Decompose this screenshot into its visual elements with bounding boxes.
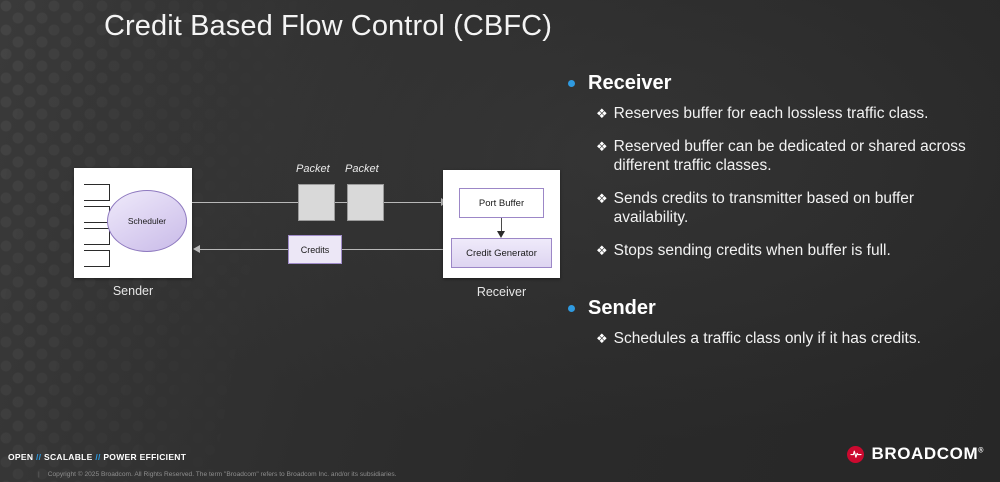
broadcom-wordmark: BROADCOM® bbox=[871, 444, 984, 464]
bullet-item: ❖ Schedules a traffic class only if it h… bbox=[596, 329, 980, 349]
footer-copyright-line: | Copyright © 2025 Broadcom. All Rights R… bbox=[38, 471, 397, 478]
scheduler-node: Scheduler bbox=[107, 190, 187, 252]
credit-path-arrowhead bbox=[193, 245, 200, 253]
page-title: Credit Based Flow Control (CBFC) bbox=[104, 10, 552, 42]
diamond-bullet-icon: ❖ bbox=[596, 190, 608, 206]
diamond-bullet-icon: ❖ bbox=[596, 106, 608, 121]
credits-label: Credits bbox=[300, 244, 330, 255]
bullet-item: ❖ Reserves buffer for each lossless traf… bbox=[596, 104, 980, 124]
bullet-group-sender: Sender ❖ Schedules a traffic class only … bbox=[568, 297, 980, 349]
tagline-part-open: OPEN bbox=[8, 452, 34, 462]
bullet-item-text: Schedules a traffic class only if it has… bbox=[613, 330, 921, 347]
footer-tagline: OPEN // SCALABLE // POWER EFFICIENT bbox=[8, 452, 186, 462]
broadcom-pulse-icon bbox=[847, 445, 865, 463]
bullet-dot-icon bbox=[568, 305, 575, 312]
broadcom-wordmark-text: BROADCOM bbox=[871, 444, 979, 463]
bullet-group-receiver: Receiver ❖ Reserves buffer for each loss… bbox=[568, 72, 980, 260]
bullet-group-sender-head: Sender bbox=[568, 297, 980, 320]
credit-generator-box: Credit Generator bbox=[451, 238, 552, 268]
broadcom-logo: BROADCOM® bbox=[847, 444, 984, 464]
receiver-inner-connector bbox=[501, 218, 503, 233]
bullet-dot-icon bbox=[568, 80, 575, 87]
receiver-inner-arrowhead bbox=[497, 231, 505, 238]
cbfc-diagram: Scheduler Sender Packet Packet Credits P… bbox=[0, 0, 560, 420]
bullet-group-sender-title: Sender bbox=[588, 297, 656, 319]
bullet-item-text: Reserves buffer for each lossless traffi… bbox=[613, 105, 929, 122]
packet-box-2 bbox=[347, 184, 384, 221]
diamond-bullet-icon: ❖ bbox=[596, 331, 608, 346]
tagline-separator: // bbox=[95, 452, 101, 462]
sender-queue-3 bbox=[84, 228, 110, 245]
bullet-item: ❖ Reserved buffer can be dedicated or sh… bbox=[596, 137, 980, 176]
diamond-bullet-icon: ❖ bbox=[596, 138, 608, 154]
tagline-part-scalable: SCALABLE bbox=[43, 452, 93, 462]
sender-queue-1 bbox=[84, 184, 110, 201]
credits-box: Credits bbox=[288, 235, 342, 264]
port-buffer-box: Port Buffer bbox=[459, 188, 544, 218]
tagline-separator: // bbox=[35, 452, 42, 462]
bullet-column: Receiver ❖ Reserves buffer for each loss… bbox=[568, 72, 980, 362]
packet-box-1 bbox=[298, 184, 335, 221]
bullet-item: ❖ Stops sending credits when buffer is f… bbox=[596, 241, 980, 261]
sender-queue-4 bbox=[84, 250, 110, 267]
bullet-group-receiver-title: Receiver bbox=[588, 72, 672, 94]
tagline-part-power-efficient: POWER EFFICIENT bbox=[103, 452, 187, 462]
broadcom-trademark: ® bbox=[978, 447, 984, 455]
receiver-caption: Receiver bbox=[476, 285, 527, 299]
packet-label-1: Packet bbox=[296, 163, 330, 175]
bullet-item-text: Stops sending credits when buffer is ful… bbox=[613, 241, 891, 259]
copyright-divider: | bbox=[38, 471, 40, 478]
copyright-text: Copyright © 2025 Broadcom. All Rights Re… bbox=[47, 471, 397, 478]
bullet-item-text: Reserved buffer can be dedicated or shar… bbox=[613, 137, 966, 175]
bullet-item-text: Sends credits to transmitter based on bu… bbox=[613, 189, 915, 227]
packet-label-2: Packet bbox=[345, 163, 379, 175]
sender-caption: Sender bbox=[112, 284, 154, 298]
bullet-item: ❖ Sends credits to transmitter based on … bbox=[596, 189, 980, 228]
bullet-group-receiver-head: Receiver bbox=[568, 72, 980, 95]
scheduler-label: Scheduler bbox=[127, 216, 167, 226]
diamond-bullet-icon: ❖ bbox=[596, 242, 608, 258]
